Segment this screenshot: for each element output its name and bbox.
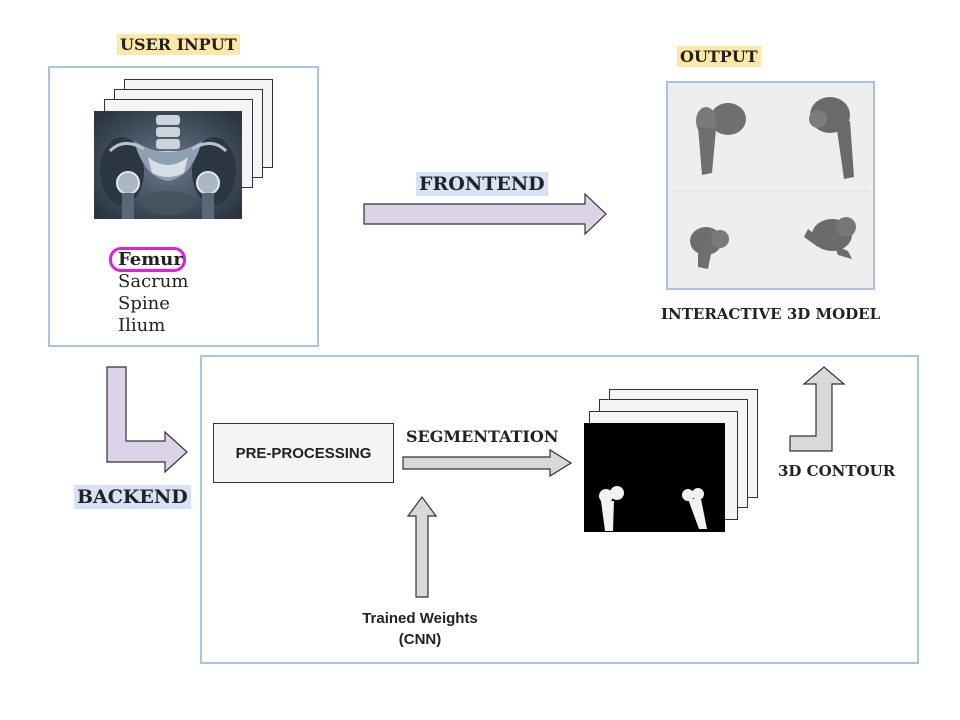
3d-contour-label: 3D CONTOUR: [778, 462, 896, 480]
trained-weights-arrow: [405, 494, 439, 604]
trained-weights-label: Trained Weights (CNN): [340, 608, 500, 650]
segmentation-label: SEGMENTATION: [406, 427, 559, 446]
segmentation-arrow: [400, 447, 580, 485]
user-input-panel: [48, 66, 319, 347]
trained-weights-line2: (CNN): [398, 631, 442, 648]
contour-arrow: [786, 364, 852, 458]
mri-pelvis-image[interactable]: [94, 111, 242, 219]
output-model-panel[interactable]: [666, 81, 875, 290]
preprocessing-box[interactable]: PRE-PROCESSING: [213, 423, 394, 483]
output-label: OUTPUT: [677, 46, 761, 67]
backend-panel: [200, 355, 919, 664]
segmentation-mask-image[interactable]: [584, 423, 725, 532]
femur-selection-ring: [109, 247, 186, 272]
backend-label: BACKEND: [74, 485, 191, 509]
interactive-3d-model-label: INTERACTIVE 3D MODEL: [661, 305, 881, 323]
organ-option-ilium[interactable]: Ilium: [118, 315, 166, 336]
organ-option-sacrum[interactable]: Sacrum: [118, 271, 189, 292]
trained-weights-line1: Trained Weights: [362, 610, 478, 627]
frontend-arrow: [360, 190, 612, 242]
organ-option-femur[interactable]: Femur: [118, 249, 183, 270]
user-input-label: USER INPUT: [117, 34, 240, 55]
organ-option-spine[interactable]: Spine: [118, 293, 170, 314]
frontend-label: FRONTEND: [416, 172, 548, 196]
backend-arrow: [104, 364, 194, 480]
